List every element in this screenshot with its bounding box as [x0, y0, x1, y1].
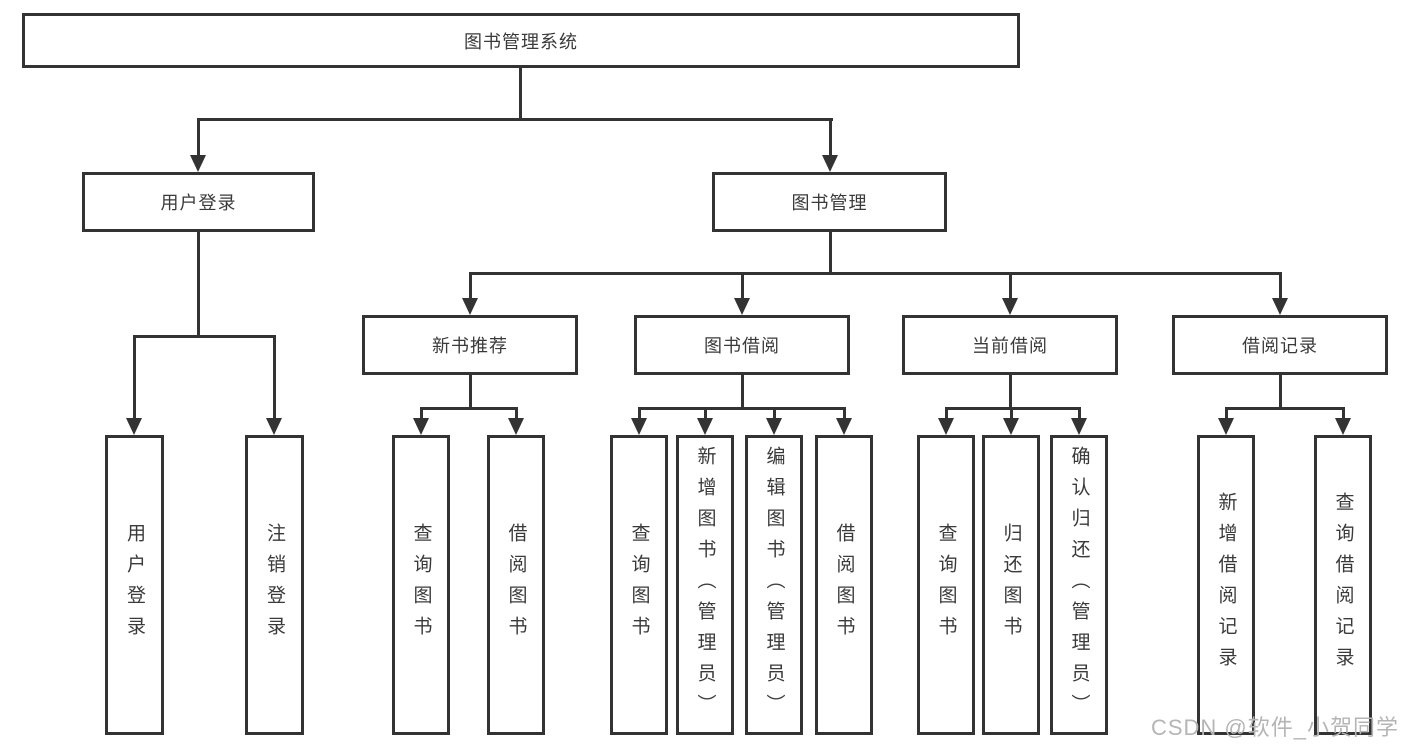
- node-book-borrowing-label: 图书借阅: [704, 336, 780, 356]
- leaf-query-books-borrowing: 查询图书: [610, 435, 668, 735]
- arrow-down-icon: [126, 418, 142, 435]
- arrow-down-icon: [938, 418, 954, 435]
- leaf-user-login-label: 用户登录: [124, 523, 145, 647]
- leaf-edit-books-admin-label: 编辑图书（管理员）: [763, 445, 785, 725]
- connector-current-borrow-stub: [1009, 375, 1012, 407]
- node-root-label: 图书管理系统: [464, 31, 578, 52]
- connector-drop: [420, 407, 423, 420]
- arrow-down-icon: [697, 418, 713, 435]
- leaf-query-books-current-label: 查询图书: [935, 523, 957, 647]
- arrow-down-icon: [1003, 418, 1019, 435]
- leaf-logout: 注销登录: [245, 435, 304, 735]
- connector-drop: [1078, 407, 1081, 420]
- connector-drop: [515, 407, 518, 420]
- connector-borrow-records-stub: [1279, 375, 1282, 407]
- arrow-down-icon: [1272, 298, 1288, 315]
- connector-borrow-records-rail: [1225, 407, 1345, 410]
- arrow-down-icon: [631, 418, 647, 435]
- connector-drop-book-management: [829, 118, 832, 156]
- arrow-down-icon: [462, 298, 478, 315]
- node-new-book-recommend: 新书推荐: [362, 315, 578, 375]
- connector-root-stub: [519, 68, 522, 120]
- leaf-query-borrow-record-label: 查询借阅记录: [1332, 492, 1354, 678]
- connector-drop-new-book: [469, 272, 472, 300]
- connector-drop: [773, 407, 776, 420]
- leaf-confirm-return-admin: 确认归还（管理员）: [1050, 435, 1108, 735]
- leaf-return-books: 归还图书: [982, 435, 1040, 735]
- connector-book-management-rail: [469, 272, 1282, 275]
- connector-drop: [1225, 407, 1228, 420]
- connector-new-book-rail: [420, 407, 518, 410]
- node-current-borrowing-label: 当前借阅: [972, 336, 1048, 356]
- connector-drop-leaf-logout: [273, 335, 276, 419]
- node-user-login-label: 用户登录: [160, 193, 237, 213]
- connector-drop: [704, 407, 707, 420]
- connector-drop: [638, 407, 641, 420]
- connector-current-borrow-rail: [945, 407, 1081, 410]
- arrow-down-icon: [766, 418, 782, 435]
- connector-book-management-stub: [829, 232, 832, 272]
- node-book-management-label: 图书管理: [791, 193, 868, 213]
- connector-drop: [843, 407, 846, 420]
- leaf-add-books-admin: 新增图书（管理员）: [676, 435, 734, 735]
- connector-drop: [1010, 407, 1013, 420]
- leaf-borrow-books-borrowing: 借阅图书: [815, 435, 873, 735]
- leaf-query-books-recommend: 查询图书: [392, 435, 450, 735]
- leaf-borrow-books-borrowing-label: 借阅图书: [833, 523, 855, 647]
- connector-new-book-stub: [469, 375, 472, 407]
- leaf-add-borrow-record: 新增借阅记录: [1197, 435, 1255, 735]
- leaf-query-books-recommend-label: 查询图书: [410, 523, 432, 647]
- connector-drop-borrow-records: [1279, 272, 1282, 300]
- connector-drop: [945, 407, 948, 420]
- connector-user-login-stub: [197, 232, 200, 335]
- arrow-down-icon: [1335, 418, 1351, 435]
- leaf-confirm-return-admin-label: 确认归还（管理员）: [1068, 445, 1090, 725]
- connector-drop-user-login: [197, 118, 200, 156]
- node-book-management: 图书管理: [712, 172, 947, 232]
- leaf-query-books-current: 查询图书: [917, 435, 975, 735]
- connector-drop-leaf-user-login: [133, 335, 136, 419]
- node-user-login: 用户登录: [82, 172, 315, 232]
- leaf-borrow-books-recommend-label: 借阅图书: [505, 523, 527, 647]
- node-borrowing-records-label: 借阅记录: [1242, 336, 1318, 356]
- arrow-down-icon: [1071, 418, 1087, 435]
- connector-root-rail: [197, 118, 833, 121]
- leaf-return-books-label: 归还图书: [1000, 523, 1022, 647]
- arrow-down-icon: [734, 298, 750, 315]
- node-borrowing-records: 借阅记录: [1172, 315, 1388, 375]
- node-new-book-recommend-label: 新书推荐: [432, 336, 508, 356]
- connector-drop: [1342, 407, 1345, 420]
- arrow-down-icon: [508, 418, 524, 435]
- leaf-query-borrow-record: 查询借阅记录: [1314, 435, 1372, 735]
- node-book-borrowing: 图书借阅: [634, 315, 850, 375]
- arrow-down-icon: [1218, 418, 1234, 435]
- arrow-down-icon: [413, 418, 429, 435]
- leaf-user-login: 用户登录: [105, 435, 164, 735]
- leaf-query-books-borrowing-label: 查询图书: [628, 523, 650, 647]
- connector-book-borrow-rail: [638, 407, 846, 410]
- connector-drop-current-borrow: [1009, 272, 1012, 300]
- leaf-add-books-admin-label: 新增图书（管理员）: [694, 445, 716, 725]
- arrow-down-icon: [822, 155, 838, 172]
- arrow-down-icon: [836, 418, 852, 435]
- connector-user-login-rail: [133, 335, 276, 338]
- leaf-borrow-books-recommend: 借阅图书: [487, 435, 545, 735]
- watermark: CSDN @软件_小贺同学: [1150, 715, 1399, 740]
- arrow-down-icon: [1002, 298, 1018, 315]
- leaf-logout-label: 注销登录: [264, 523, 285, 647]
- connector-drop-book-borrow: [741, 272, 744, 300]
- node-current-borrowing: 当前借阅: [902, 315, 1118, 375]
- arrow-down-icon: [266, 418, 282, 435]
- leaf-add-borrow-record-label: 新增借阅记录: [1215, 492, 1237, 678]
- node-root: 图书管理系统: [22, 13, 1020, 68]
- connector-book-borrow-stub: [741, 375, 744, 407]
- leaf-edit-books-admin: 编辑图书（管理员）: [745, 435, 803, 735]
- arrow-down-icon: [190, 155, 206, 172]
